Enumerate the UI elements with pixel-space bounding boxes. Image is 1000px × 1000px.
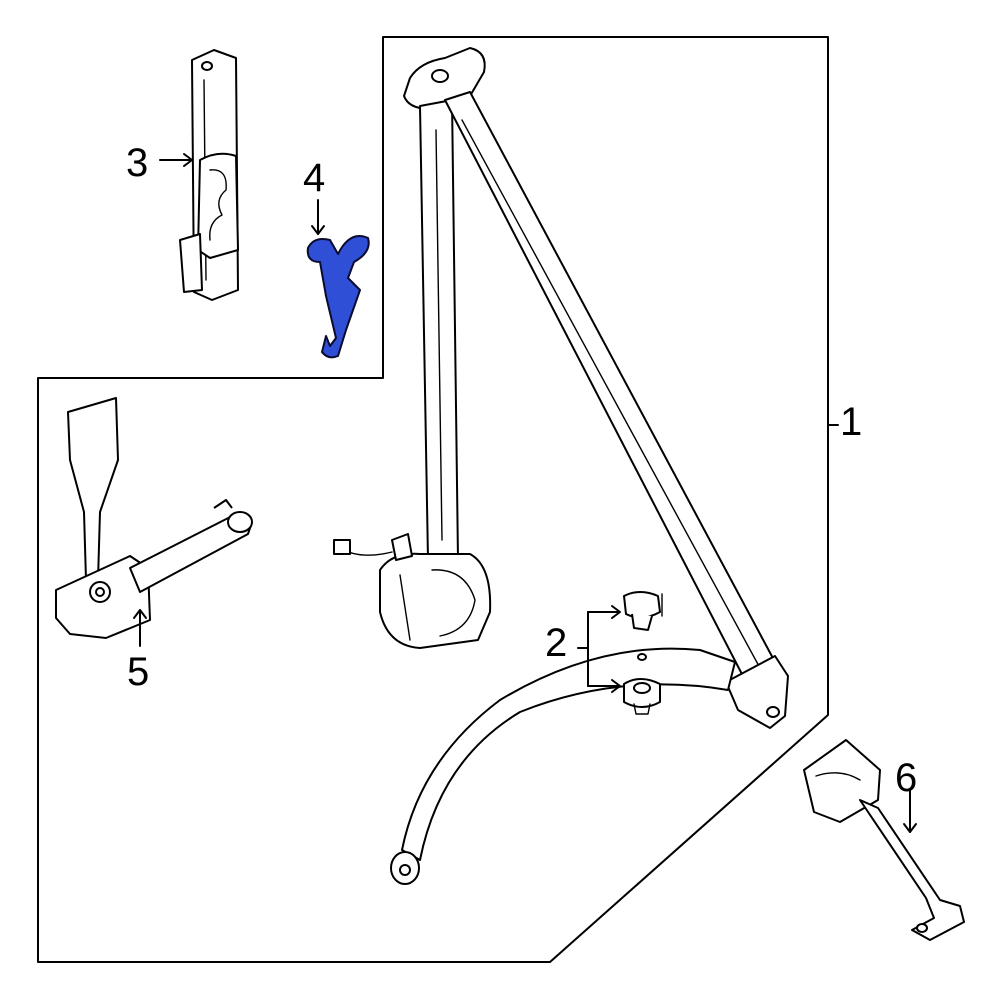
callout-2: 2: [545, 621, 568, 665]
buckle-end[interactable]: [803, 739, 965, 941]
callout-3: 3: [126, 141, 149, 185]
callout-1: 1: [840, 400, 863, 444]
assembly-frame: [37, 36, 829, 963]
mounting-hardware[interactable]: [577, 591, 663, 715]
callout-5: 5: [127, 650, 150, 694]
buckle-stalk-assembly[interactable]: [55, 397, 253, 647]
callout-4: 4: [303, 156, 326, 200]
callout-6: 6: [895, 756, 918, 800]
seat-belt-assembly[interactable]: [333, 47, 789, 885]
height-adjuster[interactable]: [159, 49, 239, 301]
belt-guide-clip[interactable]: [306, 199, 370, 359]
